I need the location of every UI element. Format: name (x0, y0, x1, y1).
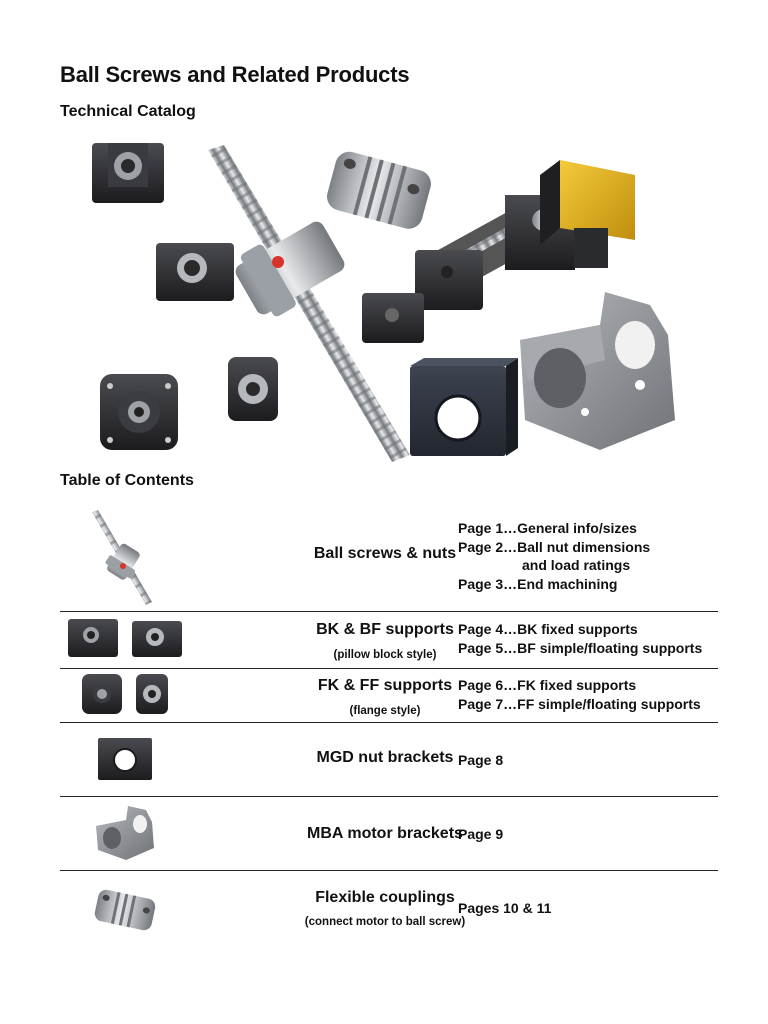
bk-bf-thumb (68, 619, 182, 657)
toc-name-main: MGD nut brackets (316, 749, 454, 766)
motor-assembly-image (362, 160, 635, 343)
toc-page-line: Page 5…BF simple/floating supports (458, 639, 703, 656)
toc-name: Ball screws & nuts (250, 545, 520, 563)
toc-row-bk-bf: BK & BF supports (pillow block style) Pa… (60, 611, 718, 669)
toc-page-line: Page 1…General info/sizes (458, 520, 637, 536)
toc-page-line: Page 4…BK fixed supports (458, 621, 638, 637)
toc-name: FK & FF supports (flange style) (250, 677, 520, 717)
toc-page-line: Page 2…Ball nut dimensions (458, 538, 651, 555)
toc-row-mba: MBA motor brackets Page 9 (60, 796, 718, 871)
toc-page-line: and load ratings (522, 557, 631, 573)
toc-pages: Page 6…FK fixed supports Page 7…FF simpl… (458, 676, 728, 713)
bk-support-image (92, 143, 164, 203)
page-subtitle: Technical Catalog (60, 103, 196, 120)
mgd-thumb (98, 738, 152, 780)
toc-page-line: Page 7…FF simple/floating supports (458, 695, 701, 712)
fk-support-image (100, 374, 178, 450)
toc-name: Flexible couplings (connect motor to bal… (250, 889, 520, 928)
toc-pages: Page 1…General info/sizes Page 2…Ball nu… (458, 519, 728, 593)
toc-heading: Table of Contents (60, 472, 194, 489)
toc-name-sub: (pillow block style) (333, 649, 437, 661)
toc-page-line: Page 9 (458, 826, 504, 842)
ball-screw-thumb (92, 510, 152, 605)
toc-name: MGD nut brackets (250, 749, 520, 767)
toc-name-main: MBA motor brackets (307, 825, 463, 842)
toc-row-couplings: Flexible couplings (connect motor to bal… (60, 870, 718, 950)
product-collage (92, 143, 675, 462)
coupling-thumb (94, 889, 156, 931)
toc-name-main: Flexible couplings (315, 889, 455, 906)
toc-name: BK & BF supports (pillow block style) (250, 621, 520, 661)
bf-support-image (156, 243, 234, 301)
toc-page-line: Pages 10 & 11 (458, 900, 552, 916)
toc-pages: Pages 10 & 11 (458, 899, 728, 918)
fk-ff-thumb (82, 674, 168, 714)
toc-page-line: Page 8 (458, 752, 504, 768)
mba-thumb (96, 806, 154, 860)
ff-support-image (228, 357, 278, 421)
ball-screw-image (208, 145, 410, 462)
toc-page-line: Page 3…End machining (458, 575, 618, 592)
toc-pages: Page 4…BK fixed supports Page 5…BF simpl… (458, 620, 728, 657)
toc-name: MBA motor brackets (250, 825, 520, 843)
toc-pages: Page 9 (458, 825, 728, 844)
toc-name-sub: (flange style) (349, 705, 421, 717)
toc-row-mgd: MGD nut brackets Page 8 (60, 722, 718, 797)
toc-row-ball-screws: Ball screws & nuts Page 1…General info/s… (60, 502, 718, 612)
toc-name-sub: (connect motor to ball screw) (304, 916, 466, 928)
page-title: Ball Screws and Related Products (60, 62, 410, 87)
toc-pages: Page 8 (458, 751, 728, 770)
toc-page-line: Page 6…FK fixed supports (458, 677, 637, 693)
mba-bracket-image (520, 292, 675, 450)
toc-name-main: BK & BF supports (316, 621, 454, 638)
mgd-bracket-image (410, 358, 518, 456)
coupling-image (327, 151, 431, 229)
toc-name-main: Ball screws & nuts (313, 545, 457, 562)
toc-name-main: FK & FF supports (317, 677, 453, 694)
toc-row-fk-ff: FK & FF supports (flange style) Page 6…F… (60, 668, 718, 723)
